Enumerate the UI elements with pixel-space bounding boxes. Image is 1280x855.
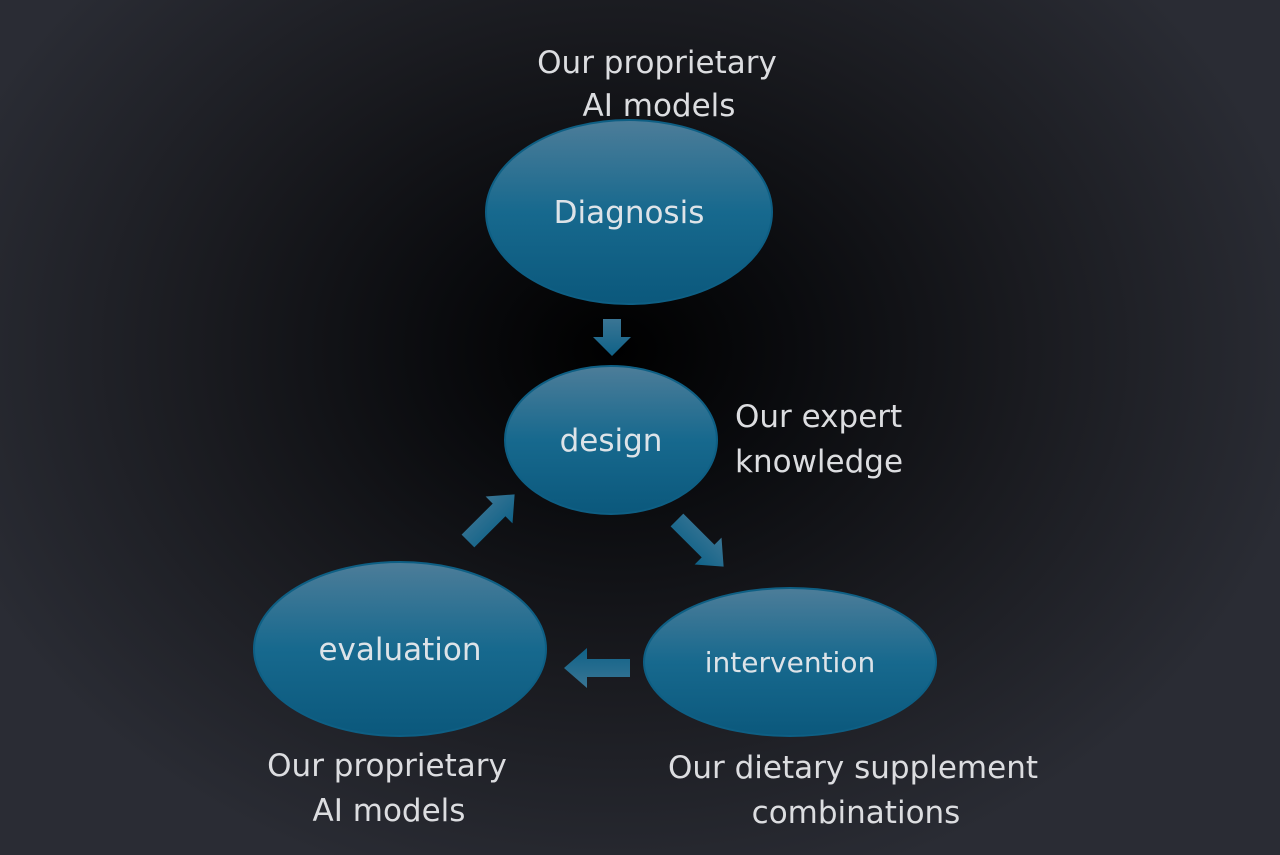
annotation-top: Our proprietary AI models [537,45,777,124]
annotation-line: Our expert [735,399,902,435]
evaluation-node: evaluation [253,561,547,737]
annotation-line: AI models [583,88,736,124]
intervention-node: intervention [643,587,937,737]
diagnosis-label: Diagnosis [554,195,705,231]
evaluation-label: evaluation [318,632,481,668]
annotation-right: Our expert knowledge [735,399,903,480]
intervention-label: intervention [705,646,875,679]
arrow-left-icon [564,648,630,688]
arrow-up-right-icon [461,494,515,548]
annotation-line: knowledge [735,444,903,480]
design-label: design [560,423,663,459]
diagnosis-node: Diagnosis [485,119,773,305]
annotation-bottom-right: Our dietary supplement combinations [668,750,1038,831]
arrow-down-right-icon [670,513,724,567]
annotation-line: Our proprietary [267,748,507,784]
annotation-bottom-left: Our proprietary AI models [267,748,507,829]
design-node: design [504,365,718,515]
annotation-line: AI models [313,793,466,829]
annotation-line: Our dietary supplement [668,750,1038,786]
annotation-line: Our proprietary [537,45,777,81]
annotation-line: combinations [752,795,961,831]
arrow-down-icon [593,319,631,356]
